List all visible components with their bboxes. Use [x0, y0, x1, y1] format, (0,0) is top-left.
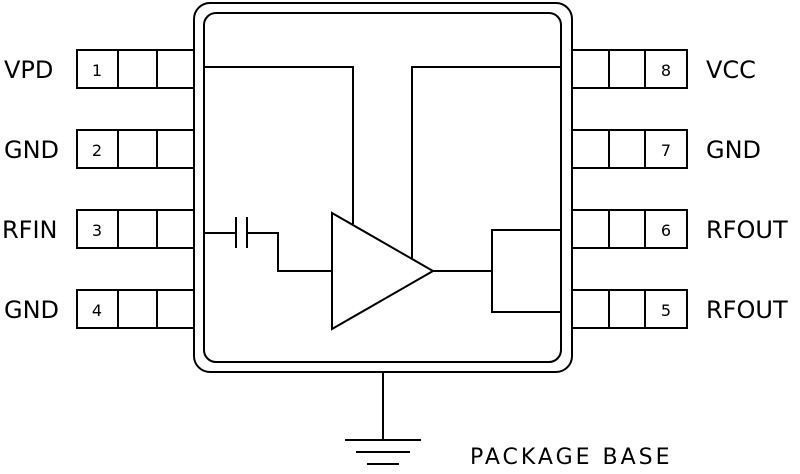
pin-label: VCC: [706, 56, 756, 84]
pin-number: 4: [92, 301, 102, 320]
rfout-bus: [491, 229, 561, 313]
pin-label: GND: [4, 296, 59, 324]
pin-label: GND: [4, 136, 59, 164]
pin-8: 8 VCC: [571, 49, 756, 89]
left-pins: 1 VPD 2 GND 3 RFIN 4 GND: [2, 49, 195, 329]
right-pins: 8 VCC 7 GND 6 RFOUT 5 RFOUT: [571, 49, 788, 329]
pin-5: 5 RFOUT: [571, 289, 788, 329]
die-outline: [203, 12, 562, 363]
pin-3: 3 RFIN: [2, 209, 195, 249]
ground-label: PACKAGE BASE: [470, 445, 673, 470]
pin-number: 3: [92, 221, 102, 240]
vpd-trace: [204, 66, 354, 224]
package-outline: [193, 2, 573, 373]
pin-number: 1: [92, 61, 102, 80]
pin-label: RFOUT: [706, 216, 788, 244]
ground-icon: [345, 439, 421, 465]
pin-number: 6: [661, 221, 671, 240]
pin-7: 7 GND: [571, 129, 761, 169]
pin-number: 5: [661, 301, 671, 320]
rfin-trace: [247, 232, 332, 272]
pin-2: 2 GND: [4, 129, 195, 169]
pin-label: RFIN: [2, 216, 58, 244]
pin-1: 1 VPD: [4, 49, 195, 89]
vcc-trace: [411, 66, 561, 258]
pin-number: 2: [92, 141, 102, 160]
pin-number: 7: [661, 141, 671, 160]
pin-label: VPD: [4, 56, 53, 84]
pin-label: RFOUT: [706, 296, 788, 324]
pin-number: 8: [661, 61, 671, 80]
pin-label: GND: [706, 136, 761, 164]
pin-4: 4 GND: [4, 289, 195, 329]
amplifier-icon: [331, 211, 436, 331]
capacitor-icon: [204, 217, 248, 248]
pin-6: 6 RFOUT: [571, 209, 788, 249]
